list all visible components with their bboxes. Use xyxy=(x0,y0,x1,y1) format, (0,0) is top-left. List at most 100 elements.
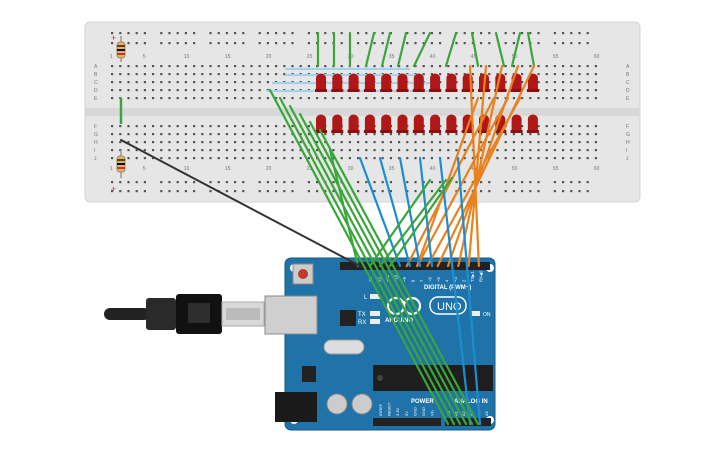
breadboard-hole xyxy=(381,32,384,35)
breadboard-hole xyxy=(225,141,228,144)
usb-cable[interactable] xyxy=(104,294,265,334)
jumper-wire[interactable] xyxy=(396,31,408,68)
green-wire[interactable] xyxy=(328,148,360,268)
green-wire[interactable] xyxy=(268,88,450,426)
led[interactable] xyxy=(445,114,458,134)
green-wire[interactable] xyxy=(378,178,448,268)
row-label: D xyxy=(94,88,98,94)
led[interactable] xyxy=(331,114,344,134)
green-wire[interactable] xyxy=(368,178,432,268)
breadboard-hole xyxy=(365,141,368,144)
green-wire[interactable] xyxy=(388,176,454,268)
jumper-wire[interactable] xyxy=(364,31,376,68)
breadboard-hole xyxy=(168,149,171,152)
breadboard-hole xyxy=(111,181,114,184)
row-label: A xyxy=(94,64,98,70)
jumper-wire[interactable] xyxy=(412,31,432,68)
green-wire[interactable] xyxy=(318,128,480,426)
long-wires[interactable] xyxy=(120,64,536,426)
breadboard-hole xyxy=(480,42,483,45)
breadboard-hole xyxy=(553,133,556,136)
orange-wire[interactable] xyxy=(457,64,504,268)
led[interactable] xyxy=(412,73,425,93)
breadboard-hole xyxy=(168,125,171,128)
led[interactable] xyxy=(380,73,393,93)
orange-wire[interactable] xyxy=(426,96,522,268)
breadboard[interactable]: 1155101015152020252530303535404045455050… xyxy=(84,21,641,203)
blue-wire[interactable] xyxy=(438,156,472,426)
arduino-uno-board[interactable]: L TX RX ON ARDUINO UNO DIGITAL (PWM~) PO… xyxy=(264,257,496,431)
blue-wire[interactable] xyxy=(418,156,434,268)
led[interactable] xyxy=(526,114,539,134)
breadboard-hole xyxy=(143,149,146,152)
breadboard-hole xyxy=(111,81,114,84)
orange-wire[interactable] xyxy=(436,64,536,268)
blue-wire[interactable] xyxy=(456,156,482,426)
led[interactable] xyxy=(510,114,523,134)
led[interactable] xyxy=(347,73,360,93)
breadboard-hole xyxy=(529,141,532,144)
led[interactable] xyxy=(396,73,409,93)
breadboard-hole xyxy=(422,133,425,136)
led[interactable] xyxy=(363,114,376,134)
led[interactable] xyxy=(445,73,458,93)
led[interactable] xyxy=(429,73,442,93)
breadboard-hole xyxy=(283,141,286,144)
breadboard-hole xyxy=(455,81,458,84)
breadboard-hole xyxy=(562,149,565,152)
green-wire[interactable] xyxy=(278,96,456,426)
jumper-wire[interactable] xyxy=(526,31,536,68)
green-wire[interactable] xyxy=(298,112,468,426)
breadboard-hole xyxy=(217,181,220,184)
led[interactable] xyxy=(363,73,376,93)
breadboard-hole xyxy=(422,141,425,144)
blue-wire[interactable] xyxy=(398,156,422,268)
breadboard-hole xyxy=(119,65,122,68)
breadboard-hole xyxy=(275,125,278,128)
jumper-wire[interactable] xyxy=(494,31,506,68)
orange-wire[interactable] xyxy=(467,64,488,268)
ground-wire[interactable] xyxy=(120,139,361,267)
led[interactable] xyxy=(347,114,360,134)
breadboard-hole xyxy=(291,32,294,35)
breadboard-hole xyxy=(299,133,302,136)
blue-wire[interactable] xyxy=(378,156,412,268)
breadboard-hole xyxy=(143,181,146,184)
breadboard-hole xyxy=(570,73,573,76)
breadboard-hole xyxy=(168,89,171,92)
jumper-wire[interactable] xyxy=(444,31,458,68)
led[interactable] xyxy=(429,114,442,134)
resistor-bottom[interactable] xyxy=(116,150,126,178)
breadboard-hole xyxy=(381,190,384,193)
orange-wire[interactable] xyxy=(416,96,480,268)
led[interactable] xyxy=(412,114,425,134)
breadboard-hole xyxy=(266,81,269,84)
top-jumper-wires[interactable] xyxy=(316,31,536,68)
jumper-wire[interactable] xyxy=(470,31,480,68)
row-label: F xyxy=(94,124,97,130)
breadboard-hole xyxy=(160,65,163,68)
jumper-wire[interactable] xyxy=(380,31,392,68)
orange-wire[interactable] xyxy=(468,64,480,268)
breadboard-hole xyxy=(545,149,548,152)
led[interactable] xyxy=(396,114,409,134)
led[interactable] xyxy=(380,114,393,134)
breadboard-hole xyxy=(225,157,228,160)
resistor-top[interactable] xyxy=(116,36,126,62)
led[interactable] xyxy=(315,73,327,93)
breadboard-hole xyxy=(455,149,458,152)
breadboard-hole xyxy=(193,42,196,45)
breadboard-hole xyxy=(430,32,433,35)
breadboard-hole xyxy=(521,42,524,45)
breadboard-hole xyxy=(332,141,335,144)
orange-wire[interactable] xyxy=(416,96,510,268)
jumper-wire[interactable] xyxy=(510,31,522,68)
green-wire[interactable] xyxy=(308,120,474,426)
green-wire[interactable] xyxy=(288,104,462,426)
breadboard-hole xyxy=(217,42,220,45)
breadboard-hole xyxy=(307,65,310,68)
led[interactable] xyxy=(331,73,344,93)
breadboard-hole xyxy=(250,89,253,92)
breadboard-hole xyxy=(266,65,269,68)
breadboard-hole xyxy=(414,157,417,160)
